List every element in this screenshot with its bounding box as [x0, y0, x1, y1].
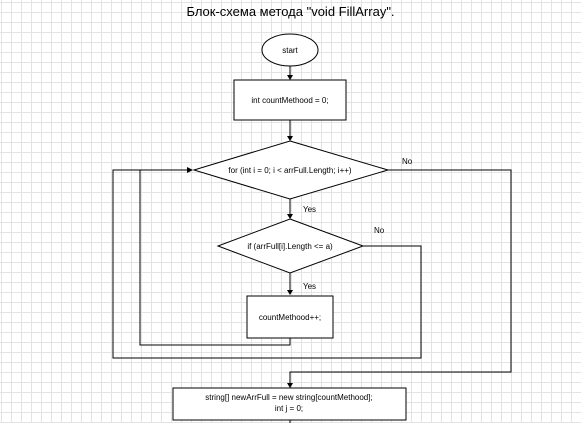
diagram-title: Блок-схема метода "void FillArray".	[186, 4, 395, 19]
if-label: if (arrFull[i].Length <= a)	[247, 242, 333, 251]
arrowhead	[287, 383, 293, 388]
for-no-label: No	[402, 157, 413, 166]
new-array-line1: string[] newArrFull = new string[countMe…	[205, 393, 372, 402]
edge-increment-loop	[139, 169, 291, 346]
arrowhead	[287, 75, 293, 80]
new-array-block[interactable]	[172, 387, 407, 421]
arrowhead	[287, 136, 293, 141]
for-loop-label: for (int i = 0; i < arrFull.Length; i++)	[228, 166, 352, 175]
edge-for-no	[289, 169, 512, 383]
increment-block[interactable]	[246, 295, 334, 339]
if-yes-label: Yes	[303, 282, 316, 291]
arrowhead	[187, 167, 193, 173]
edge-if-no	[112, 169, 422, 359]
increment-label: countMethood++;	[259, 313, 321, 322]
start-label: start	[282, 46, 298, 55]
arrowhead	[287, 214, 293, 219]
init-label: int countMethood = 0;	[251, 96, 328, 105]
for-yes-label: Yes	[303, 205, 316, 214]
init-block[interactable]	[233, 79, 347, 121]
if-no-label: No	[374, 226, 385, 235]
new-array-line2: int j = 0;	[275, 404, 303, 413]
arrowhead	[287, 290, 293, 295]
